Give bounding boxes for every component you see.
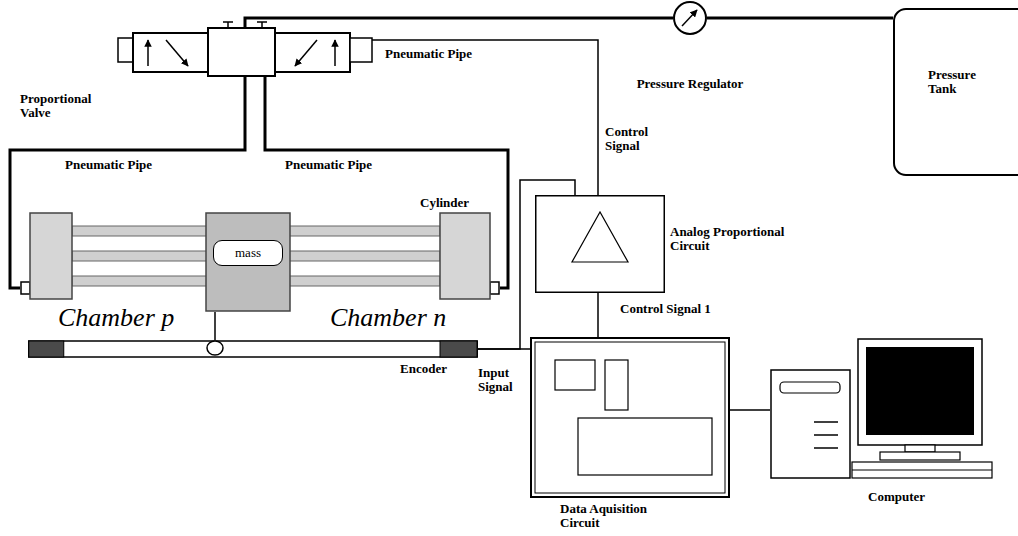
pneumatic-pipe xyxy=(707,17,893,20)
chamber-label: Chamber n xyxy=(330,303,446,333)
chamber-label: Chamber p xyxy=(58,303,174,333)
chip xyxy=(555,360,595,390)
regulator-label: Pressure Regulator xyxy=(610,77,770,91)
computer: Computer xyxy=(770,338,995,482)
signal-label: Control Signal xyxy=(605,125,670,153)
circuit-label: Analog Proportional Circuit xyxy=(670,225,805,253)
valve-label: Proportional Valve xyxy=(20,92,112,120)
pressure-tank: Pressure Tank xyxy=(893,8,1018,176)
tower-vent xyxy=(814,421,838,423)
exhaust-port xyxy=(223,22,267,28)
data-acquisition-board-shape xyxy=(530,337,730,498)
pressure-regulator-shape xyxy=(673,1,707,35)
flow-arrow xyxy=(295,40,317,66)
proportional-valve-shape xyxy=(118,28,372,76)
valve-block xyxy=(133,33,208,72)
signal-label: Input Signal xyxy=(478,366,522,394)
pipe-label: Pneumatic Pipe xyxy=(385,47,472,61)
piston-mass: mass xyxy=(205,212,291,312)
data-acquisition-board: Data Aquisition Circuit xyxy=(530,337,730,498)
linear-encoder-shape xyxy=(28,340,478,358)
tower-vent xyxy=(814,447,838,449)
signal-wire xyxy=(597,293,599,337)
signal-wire xyxy=(214,312,216,340)
tank-label: Pressure Tank xyxy=(928,68,1000,96)
daq-label: Data Aquisition Circuit xyxy=(560,502,685,530)
encoder-cap xyxy=(29,341,64,357)
monitor-base xyxy=(880,452,960,460)
pipe-label: Pneumatic Pipe xyxy=(65,158,152,172)
mass-label: mass xyxy=(213,240,283,266)
signal-wire xyxy=(730,409,770,411)
carriage-block xyxy=(206,213,290,311)
linear-encoder: Encoder xyxy=(28,340,478,358)
monitor-screen xyxy=(866,347,974,435)
keyboard xyxy=(852,462,992,478)
analog-proportional-circuit-shape xyxy=(535,195,665,293)
pc-tower xyxy=(771,370,850,478)
pipe-label: Pneumatic Pipe xyxy=(285,158,372,172)
encoder-label: Encoder xyxy=(400,362,447,376)
drive-slot xyxy=(780,382,840,393)
pneumatic-cylinder: Cylindermass xyxy=(20,212,500,300)
end-cap xyxy=(440,213,490,299)
board-outline xyxy=(531,338,729,497)
encoder-reader xyxy=(207,341,223,355)
end-cap xyxy=(30,213,72,299)
circuit-box xyxy=(536,196,665,293)
cylinder-label: Cylinder xyxy=(420,196,469,210)
chip xyxy=(605,360,628,410)
proportional-valve: Proportional Valve xyxy=(118,28,372,76)
signal-wire xyxy=(372,40,598,195)
amplifier-symbol xyxy=(572,212,628,262)
air-port xyxy=(490,282,499,294)
solenoid xyxy=(118,38,133,62)
analog-proportional-circuit: Analog Proportional Circuit xyxy=(535,195,665,293)
valve-block xyxy=(208,28,275,76)
solenoid xyxy=(350,38,372,62)
chip xyxy=(578,418,712,475)
flow-arrow xyxy=(334,40,336,66)
pneumatic-pipe xyxy=(245,18,673,28)
air-port xyxy=(21,282,30,294)
flow-arrow xyxy=(147,40,149,66)
signal-label: Control Signal 1 xyxy=(620,302,711,316)
gauge-circle xyxy=(674,2,706,34)
monitor-neck xyxy=(905,445,935,452)
tower-vent xyxy=(814,434,838,436)
keyboard-row xyxy=(852,470,992,471)
encoder-scale xyxy=(29,341,478,357)
valve-block xyxy=(275,33,350,72)
flow-arrow xyxy=(166,40,188,66)
board-inner xyxy=(535,342,725,493)
tank-outline xyxy=(894,9,1018,175)
pressure-regulator: Pressure Regulator xyxy=(673,1,707,35)
gauge-needle xyxy=(682,10,697,26)
encoder-cap xyxy=(440,341,477,357)
monitor-frame xyxy=(858,339,982,445)
computer-label: Computer xyxy=(868,490,925,504)
computer-shape xyxy=(770,338,995,482)
